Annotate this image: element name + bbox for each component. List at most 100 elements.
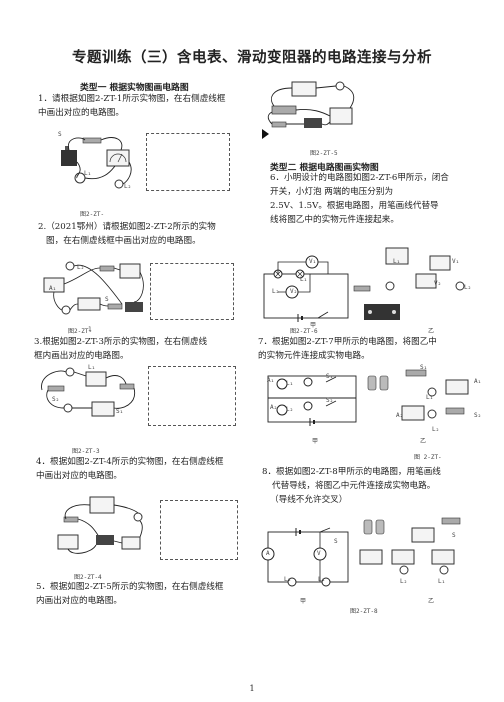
question-text: 中画出对应的电路图。 bbox=[36, 471, 122, 481]
question-6: 6．小明设计的电路图如图2-ZT-6甲所示，闭合 开关，小灯泡 两端的电压分别为… bbox=[270, 171, 490, 227]
figure-2-circuit-photo bbox=[43, 261, 144, 315]
label-s1: S₁ bbox=[326, 373, 334, 380]
figure-8-components-photo bbox=[359, 517, 461, 575]
label-l1: L₁ bbox=[84, 170, 92, 177]
label-v1: V₁ bbox=[452, 258, 460, 265]
voltmeter-icon bbox=[411, 527, 435, 543]
figure-3-circuit-photo bbox=[41, 367, 136, 417]
figure-6-components-photo bbox=[353, 247, 465, 320]
bulb-icon bbox=[335, 81, 345, 91]
label-s2: S₂ bbox=[326, 397, 334, 404]
ammeter-icon bbox=[445, 379, 469, 395]
bulb-icon bbox=[65, 367, 75, 377]
figure-caption: 图2-ZT-3 bbox=[72, 448, 100, 455]
voltmeter-icon bbox=[89, 496, 115, 514]
figure-caption: 图2-ZT- bbox=[80, 211, 105, 218]
question-text: 框内画出对应的电路图。 bbox=[34, 351, 129, 361]
label-a1: A₁ bbox=[474, 378, 482, 385]
label-l1: L₁ bbox=[318, 576, 326, 583]
sub-label-jia: 甲 bbox=[312, 438, 319, 445]
question-text: 5．根据如图2-ZT-5所示的实物图，在右侧虚线框 bbox=[36, 582, 224, 592]
battery-icon bbox=[61, 150, 77, 166]
switch-icon bbox=[99, 265, 115, 272]
ammeter-icon bbox=[106, 149, 130, 167]
figure-caption: 图2-ZT-4 bbox=[74, 574, 102, 581]
question-2: 2.（2021鄂州）请根据如图2-ZT-2所示的实物 图，在右侧虚线框中画出对应… bbox=[38, 220, 260, 248]
switch-icon bbox=[82, 137, 102, 144]
bulb-icon bbox=[427, 387, 437, 397]
switch-icon bbox=[405, 369, 427, 377]
bulb-icon bbox=[427, 409, 437, 419]
figure-5-circuit-photo bbox=[267, 81, 355, 128]
triangle-marker-icon bbox=[262, 129, 269, 139]
figure-caption: 图2-ZT-5 bbox=[310, 150, 338, 157]
question-text: （导线不允许交叉） bbox=[270, 495, 348, 505]
bulb-icon bbox=[61, 305, 71, 315]
question-text: 7．根据如图2-ZT-7甲所示的电路图，将图乙中 bbox=[258, 337, 437, 347]
figure-4-circuit-photo bbox=[57, 496, 143, 554]
bulb-icon bbox=[114, 179, 124, 189]
label-v1: V₁ bbox=[309, 258, 317, 265]
switch-icon bbox=[63, 516, 79, 523]
label-a2: A₂ bbox=[396, 412, 404, 419]
question-text: 开关，小灯泡 两端的电压分别为 bbox=[270, 187, 394, 197]
switch-icon bbox=[47, 385, 65, 392]
ammeter-icon bbox=[57, 534, 79, 550]
battery-icon bbox=[367, 375, 377, 391]
page-title: 专题训练（三）含电表、滑动变阻器的电路连接与分析 bbox=[72, 50, 432, 66]
answer-box-2[interactable] bbox=[150, 263, 234, 320]
label-l2: L₂ bbox=[286, 406, 294, 413]
sub-label-yi: 乙 bbox=[420, 438, 427, 445]
voltmeter-icon bbox=[415, 273, 437, 289]
ammeter-icon bbox=[119, 263, 141, 279]
question-text: 4．根据如图2-ZT-4所示的实物图，在右侧虚线框 bbox=[36, 457, 224, 467]
label-s: S bbox=[452, 532, 456, 539]
power-supply-icon bbox=[364, 304, 400, 320]
answer-box-1[interactable] bbox=[146, 133, 230, 191]
answer-box-4[interactable] bbox=[160, 500, 238, 560]
figure-7-components-photo bbox=[367, 369, 469, 421]
page-number: 1 bbox=[249, 684, 255, 693]
answer-box-3[interactable] bbox=[148, 366, 236, 426]
question-text: 2.5V、1.5V。根据电路图，用笔画线代替导 bbox=[270, 201, 439, 211]
label-l1: L₁ bbox=[286, 380, 294, 387]
label-s2: S₂ bbox=[474, 412, 482, 419]
label-s: S bbox=[105, 296, 109, 303]
battery-icon bbox=[379, 375, 389, 391]
question-text: 2.（2021鄂州）请根据如图2-ZT-2所示的实物 bbox=[38, 222, 216, 232]
question-text: 代替导线，将图乙中元件连接成实物电路。 bbox=[272, 481, 436, 491]
section-heading-type2: 类型二 根据电路图画实物图 bbox=[270, 163, 379, 173]
bulb-icon bbox=[385, 281, 395, 291]
label-l1: L₁ bbox=[88, 364, 96, 371]
ammeter-icon bbox=[91, 401, 115, 417]
label-s1: S₁ bbox=[420, 364, 428, 371]
label-v2: V₂ bbox=[290, 288, 298, 295]
label-v: V bbox=[317, 550, 321, 557]
battery-icon bbox=[375, 519, 385, 535]
figure-caption: 图2-ZT- bbox=[68, 328, 93, 335]
figure-caption: 图2-ZT-8 bbox=[350, 608, 378, 615]
label-s2: S₂ bbox=[52, 396, 60, 403]
label-a2: A₂ bbox=[270, 404, 278, 411]
ammeter-icon bbox=[401, 405, 425, 421]
question-text: 图，在右侧虚线框中画出对应的电路图。 bbox=[46, 236, 201, 246]
question-text: 的实物元件连接成实物电路。 bbox=[258, 351, 370, 361]
rheostat-icon bbox=[271, 105, 297, 115]
label-l2: L₂ bbox=[124, 183, 132, 190]
section-heading-type1: 类型一 根据实物图画电路图 bbox=[80, 83, 189, 93]
label-l2: L₂ bbox=[284, 576, 292, 583]
switch-icon bbox=[445, 407, 465, 415]
question-text: 1．请根据如图2-ZT-1所示实物图，在右侧虚线框 bbox=[38, 94, 226, 104]
ammeter-symbol bbox=[276, 378, 288, 390]
question-text: 内画出对应的电路图。 bbox=[36, 596, 122, 606]
label-l2: L₂ bbox=[400, 578, 408, 585]
question-text: 6．小明设计的电路图如图2-ZT-6甲所示，闭合 bbox=[270, 173, 449, 183]
question-4: 4．根据如图2-ZT-4所示的实物图，在右侧虚线框 中画出对应的电路图。 bbox=[36, 455, 258, 483]
question-8: 8．根据如图2-ZT-8甲所示的电路图，用笔画线 代替导线，将图乙中元件连接成实… bbox=[262, 465, 494, 507]
label-l2: L₂ bbox=[464, 284, 472, 291]
bulb-icon bbox=[133, 512, 143, 522]
figure-caption: 图 2-ZT- bbox=[414, 454, 442, 461]
switch-icon bbox=[353, 285, 371, 292]
question-3: 3.根据如图2-ZT-3所示的实物图，在右侧虚线 框内画出对应的电路图。 bbox=[34, 335, 256, 363]
voltmeter-icon bbox=[291, 81, 317, 97]
